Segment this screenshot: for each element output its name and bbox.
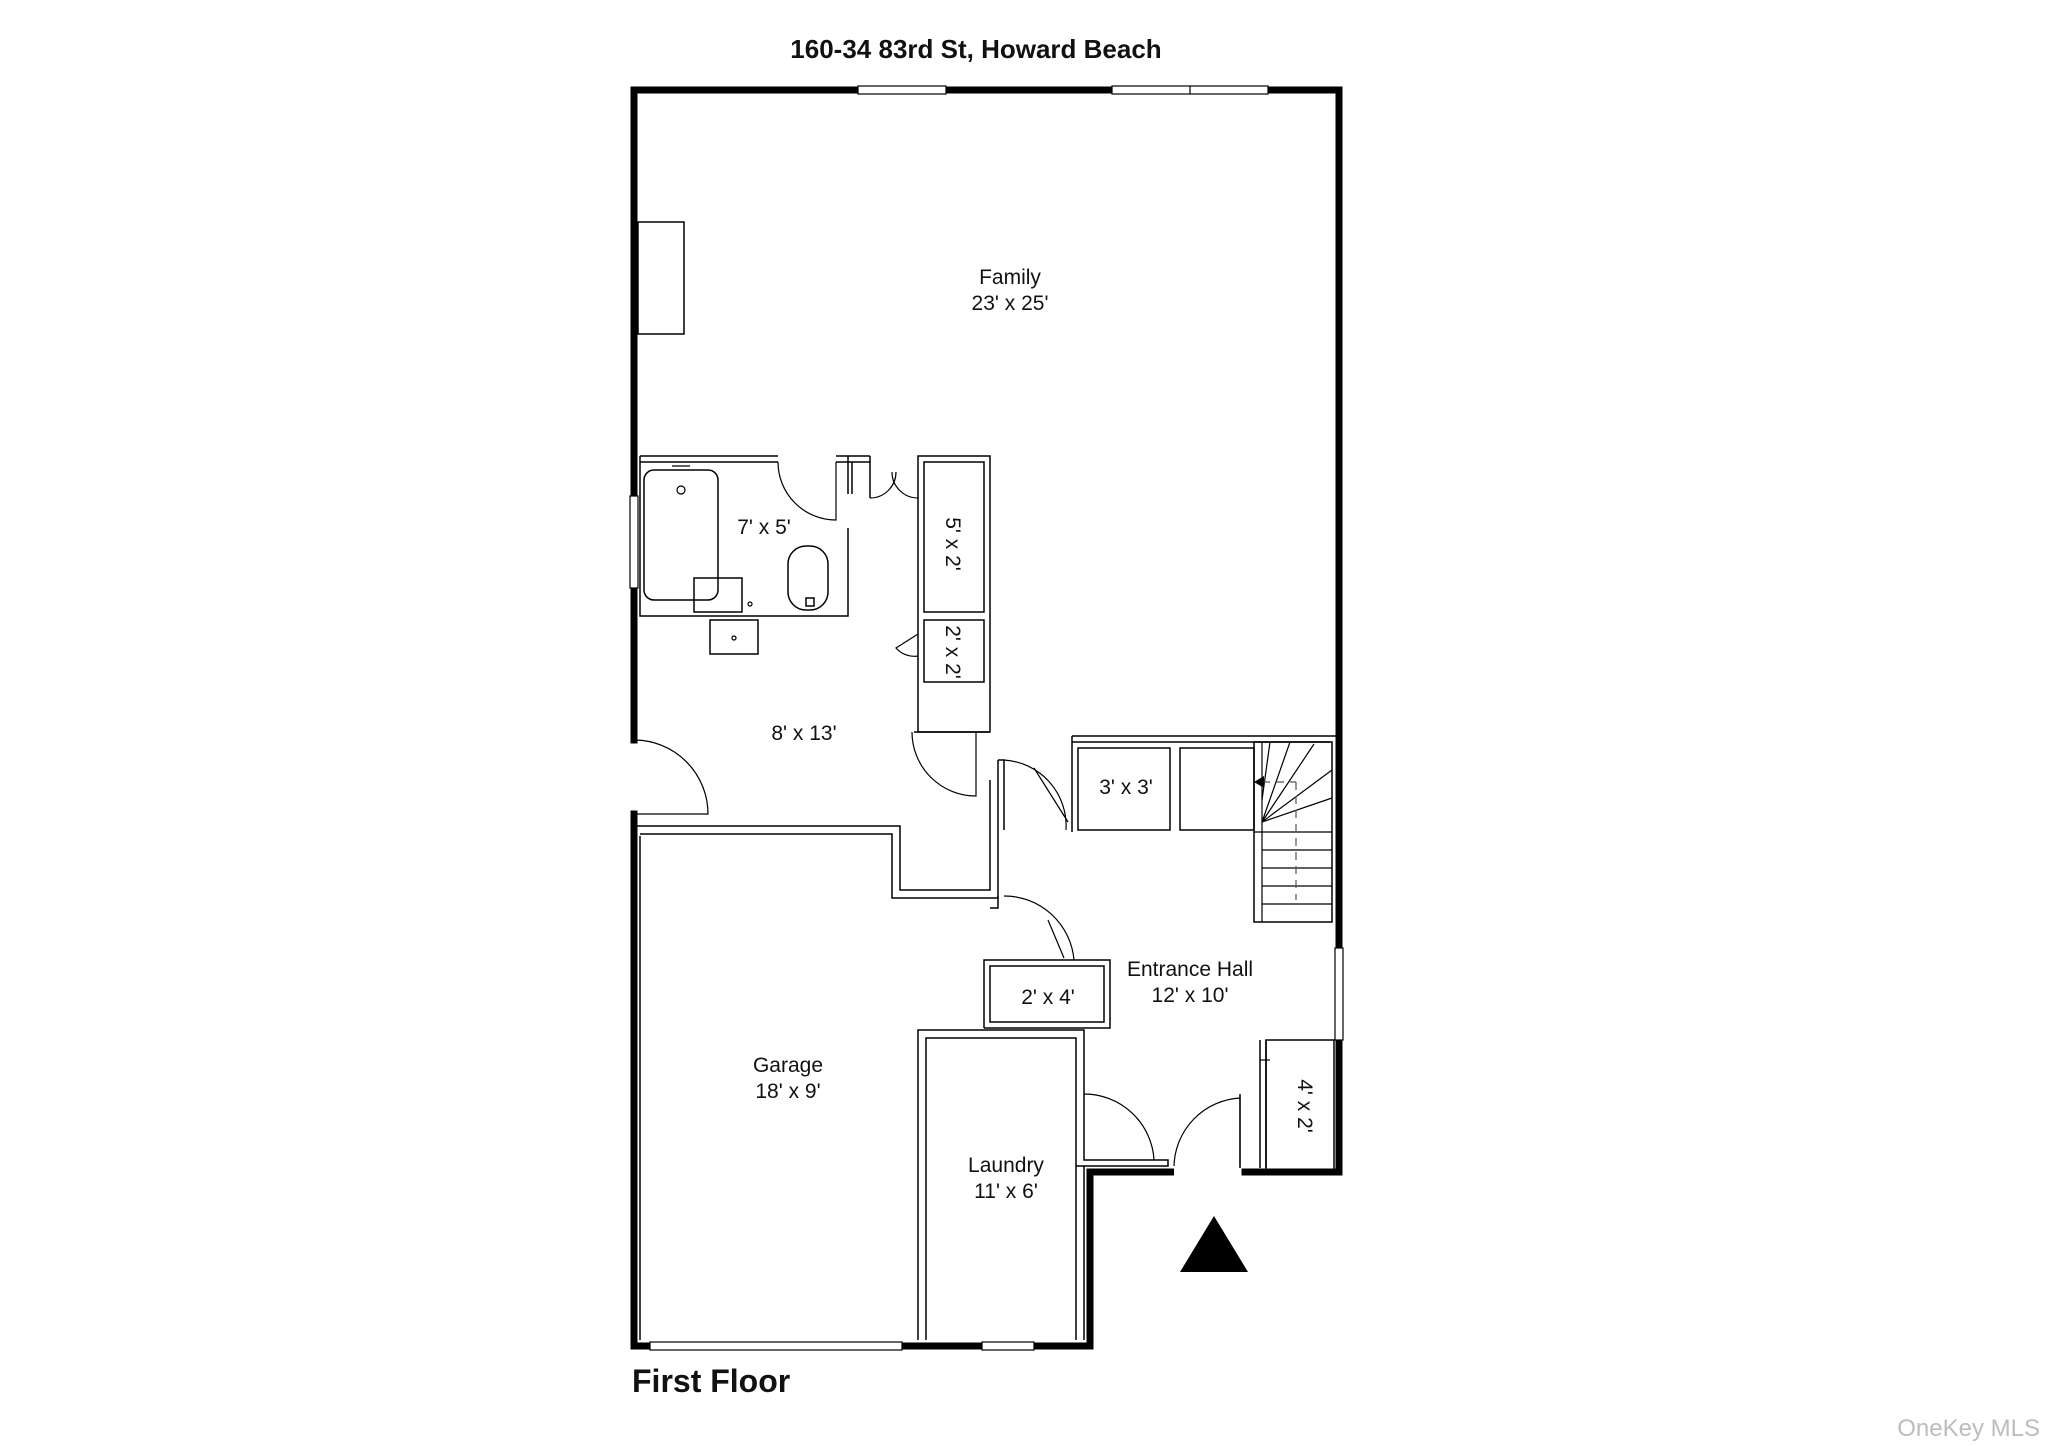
bath-fixtures: [643, 465, 829, 655]
closet-c-size: 3' x 3': [1099, 776, 1153, 799]
room-laundry-size: 11' x 6': [974, 1180, 1038, 1203]
windows: [629, 85, 1344, 1351]
exterior-walls: [630, 86, 1343, 1350]
watermark: OneKey MLS: [1897, 1415, 2040, 1442]
closet-b-size: 2' x 2': [941, 625, 964, 679]
doors: [633, 461, 1270, 1167]
room-laundry-name: Laundry: [968, 1154, 1044, 1177]
room-entrance-size: 12' x 10': [1152, 984, 1229, 1007]
room-bath-size: 7' x 5': [737, 516, 791, 539]
closet-d-size: 2' x 4': [1021, 986, 1075, 1009]
closet-a-size: 5' x 2': [941, 517, 964, 571]
floor-label: First Floor: [632, 1363, 790, 1399]
room-family-size: 23' x 25': [972, 292, 1049, 315]
room-hall-size: 8' x 13': [771, 722, 836, 745]
room-garage-name: Garage: [753, 1054, 823, 1077]
interior-walls: [633, 455, 1336, 1340]
entry-arrow-icon: [1180, 1216, 1248, 1272]
room-labels: Family 23' x 25' 7' x 5' 5' x 2' 2' x 2'…: [737, 266, 1316, 1203]
room-garage-size: 18' x 9': [755, 1080, 820, 1103]
closet-e-size: 4' x 2': [1293, 1079, 1316, 1133]
room-entrance-name: Entrance Hall: [1127, 958, 1253, 981]
fireplace: [637, 221, 685, 335]
plan-title: 160-34 83rd St, Howard Beach: [790, 34, 1161, 64]
room-family-name: Family: [979, 266, 1041, 289]
